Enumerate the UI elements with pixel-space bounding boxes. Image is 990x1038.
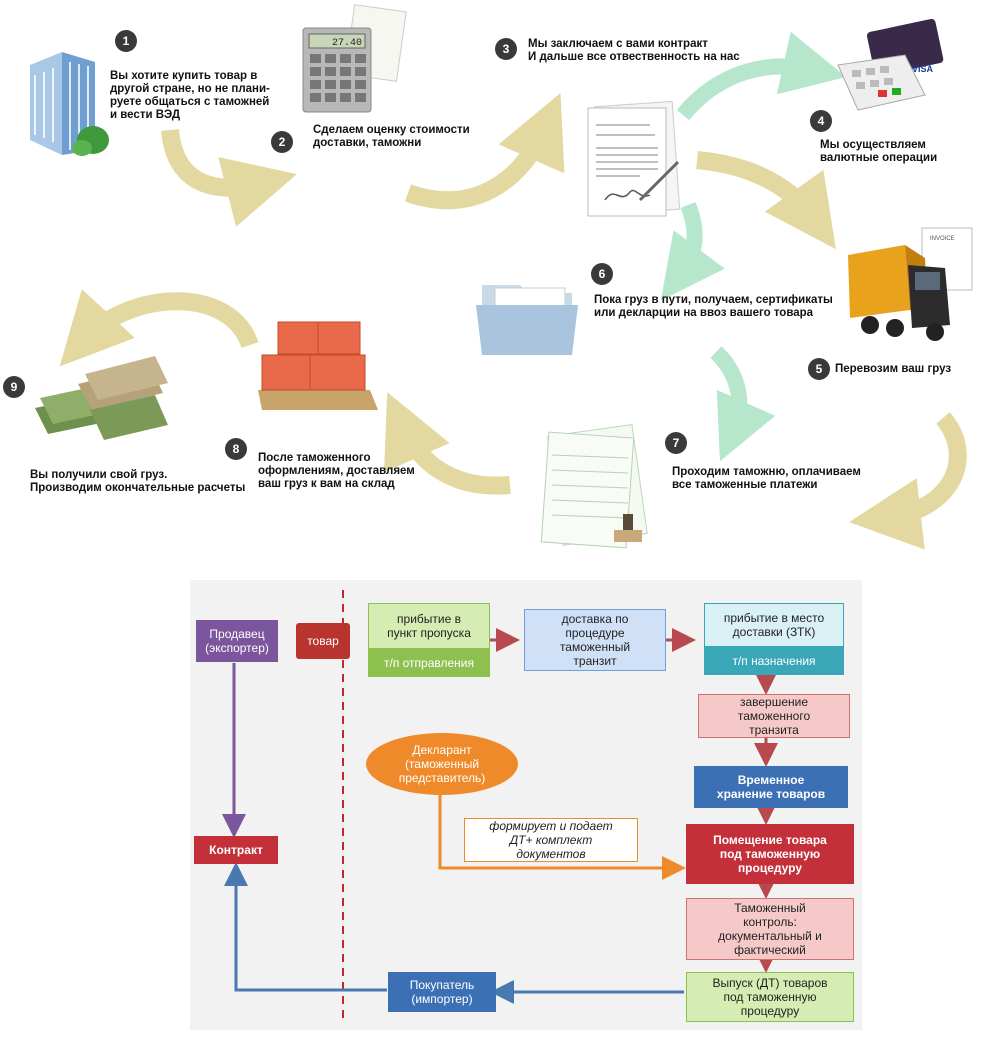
step-5-number: 5 xyxy=(808,358,830,380)
process-illustration: 27.40 VISA INVOICE xyxy=(30,4,973,550)
departure-post-box: т/п отправления xyxy=(368,649,490,677)
curve-arrow-7-8 xyxy=(383,392,511,495)
buyer-box: Покупатель (импортер) xyxy=(388,972,496,1012)
declarant-label: Декларант (таможенный представитель) xyxy=(398,743,486,785)
arrival-destination-box: прибытие в место доставки (ЗТК) xyxy=(704,603,844,647)
release-box: Выпуск (ДТ) товаров под таможенную проце… xyxy=(686,972,854,1022)
folder-icon xyxy=(476,285,578,355)
arrival-point-box: прибытие в пункт пропуска xyxy=(368,603,490,649)
step-9-number: 9 xyxy=(3,376,25,398)
transit-box: доставка по процедуре таможенный транзит xyxy=(524,609,666,671)
boxes-pallet-icon xyxy=(258,321,378,410)
invoice-label: INVOICE xyxy=(930,236,955,242)
customs-documents-icon xyxy=(540,423,648,549)
curve-arrow-6-7 xyxy=(710,346,776,462)
flowchart-connectors xyxy=(222,590,778,1020)
transit-completion-box: завершение таможенного транзита xyxy=(698,694,850,738)
goods-box: товар xyxy=(296,623,350,659)
step-3-number: 3 xyxy=(495,38,517,60)
card-brand-label: VISA xyxy=(912,64,934,74)
step-2-number: 2 xyxy=(271,131,293,153)
calculator-icon: 27.40 xyxy=(302,4,407,113)
step-9-text: Вы получили свой груз. Производим оконча… xyxy=(30,469,246,494)
curve-arrow-3-4 xyxy=(676,31,847,121)
curve-arrow-1-2 xyxy=(161,128,297,227)
seller-box: Продавец (экспортер) xyxy=(196,620,278,662)
contract-box: Контракт xyxy=(194,836,278,864)
money-stack-icon xyxy=(35,356,168,440)
arrow-declarant-placement xyxy=(438,795,686,880)
declarant-action-box: формирует и подает ДТ+ комплект документ… xyxy=(464,818,638,862)
step-1-text: Вы хотите купить товар в другой стране, … xyxy=(110,70,270,121)
curve-arrow-2-3 xyxy=(404,93,565,210)
calculator-display: 27.40 xyxy=(332,38,362,49)
payment-terminal-icon: VISA xyxy=(837,18,944,111)
step-6-text: Пока груз в пути, получаем, сертификаты … xyxy=(594,294,833,319)
customs-control-box: Таможенный контроль: документальный и фа… xyxy=(686,898,854,960)
placement-box: Помещение товара под таможенную процедур… xyxy=(686,824,854,884)
curve-arrow-3-5 xyxy=(696,151,836,250)
step-3-text: Мы заключаем с вами контракт И дальше вс… xyxy=(528,38,740,63)
curve-arrow-3-6 xyxy=(660,202,725,301)
destination-post-box: т/п назначения xyxy=(704,647,844,675)
truck-icon: INVOICE xyxy=(848,227,973,341)
step-4-number: 4 xyxy=(810,110,832,132)
step-6-number: 6 xyxy=(591,263,613,285)
declarant-ellipse xyxy=(366,733,518,795)
step-8-text: После таможенного оформлениям, доставляе… xyxy=(258,452,415,490)
step-7-number: 7 xyxy=(665,432,687,454)
customs-flowchart: Продавец (экспортер) товар прибытие в пу… xyxy=(190,580,862,1030)
step-7-text: Проходим таможню, оплачиваем все таможен… xyxy=(672,466,861,491)
office-building-icon xyxy=(30,52,109,156)
step-8-number: 8 xyxy=(225,438,247,460)
step-2-text: Сделаем оценку стоимости доставки, тамож… xyxy=(313,124,470,149)
curve-arrow-8-9 xyxy=(59,289,259,367)
temporary-storage-box: Временное хранение товаров xyxy=(694,766,848,808)
contract-document-icon xyxy=(587,100,681,217)
arrow-buyer-contract xyxy=(224,862,387,992)
step-1-number: 1 xyxy=(115,30,137,52)
step-4-text: Мы осуществляем валютные операции xyxy=(820,139,938,164)
curve-arrow-5-7 xyxy=(849,412,967,550)
step-5-text: Перевозим ваш груз xyxy=(835,363,952,375)
